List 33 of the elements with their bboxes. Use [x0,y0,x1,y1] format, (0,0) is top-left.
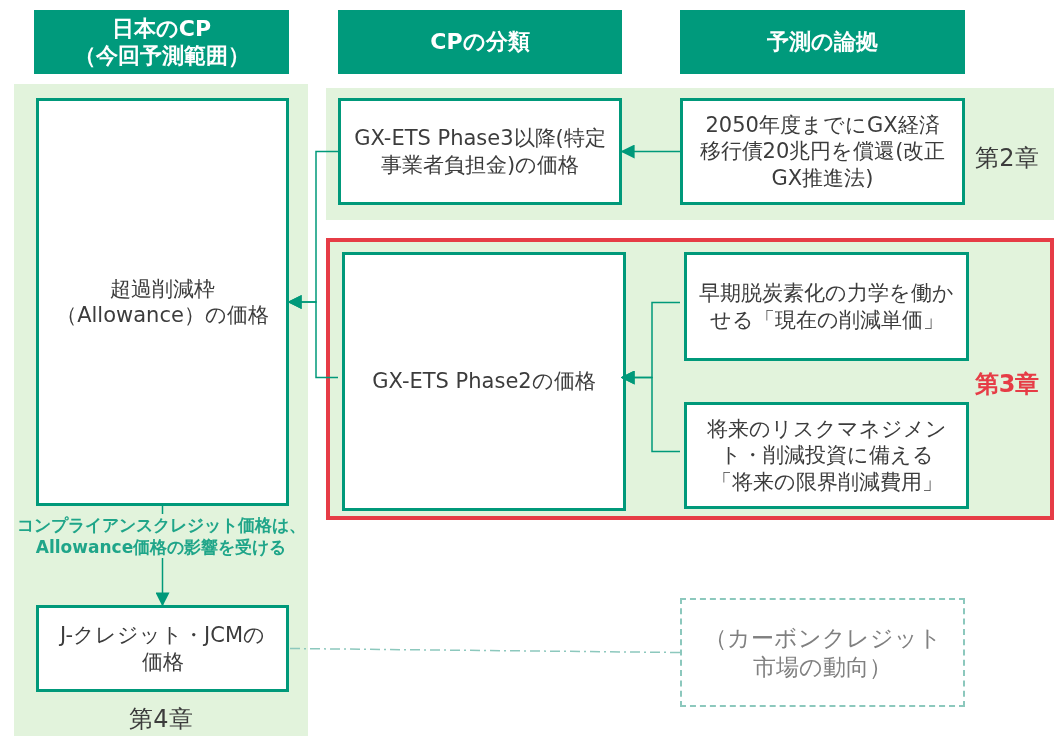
arrow [620,144,681,159]
header-text: （今回予測範囲） [73,42,250,70]
header-text: 日本のCP [111,14,212,42]
box-text: 2050年度までにGX経済移行債20兆円を償還(改正GX推進法) [698,112,947,191]
column-header [338,10,622,74]
column-header [34,10,289,74]
arrow [287,295,339,379]
process-box [36,98,289,506]
box-text: J-クレジット・JCMの価格 [58,622,266,675]
highlighted-section [326,238,1054,520]
box-text: 超過削減枠（Allowance）の価格 [55,275,270,329]
box-text: 将来のリスクマネジメント・削減投資に備える「将来の限界削減費用」 [705,416,948,495]
process-box [36,605,289,692]
process-box [684,252,969,361]
box-text: （カーボンクレジット市場の動向） [702,623,943,682]
process-box [680,98,965,205]
header-text: 予測の論拠 [767,28,878,56]
chapter-label: 第2章 [974,143,1040,174]
chapter-label: 第4章 [128,704,194,735]
box-text: 早期脱炭素化の力学を働かせる「現在の削減単価」 [699,280,954,333]
process-box [338,98,622,205]
process-box [684,402,969,509]
section-band [14,84,308,736]
box-text: GX-ETS Phase3以降(特定事業者負担金)の価格 [353,125,607,178]
arrow [620,370,681,453]
dashed-connector [288,647,681,654]
column-header [680,10,965,74]
box-text: GX-ETS Phase2の価格 [372,368,596,395]
dashed-box [680,598,965,707]
process-box [342,252,626,511]
chapter-label: 第3章 [973,369,1041,400]
header-text: CPの分類 [430,28,530,56]
section-band [326,88,1054,220]
